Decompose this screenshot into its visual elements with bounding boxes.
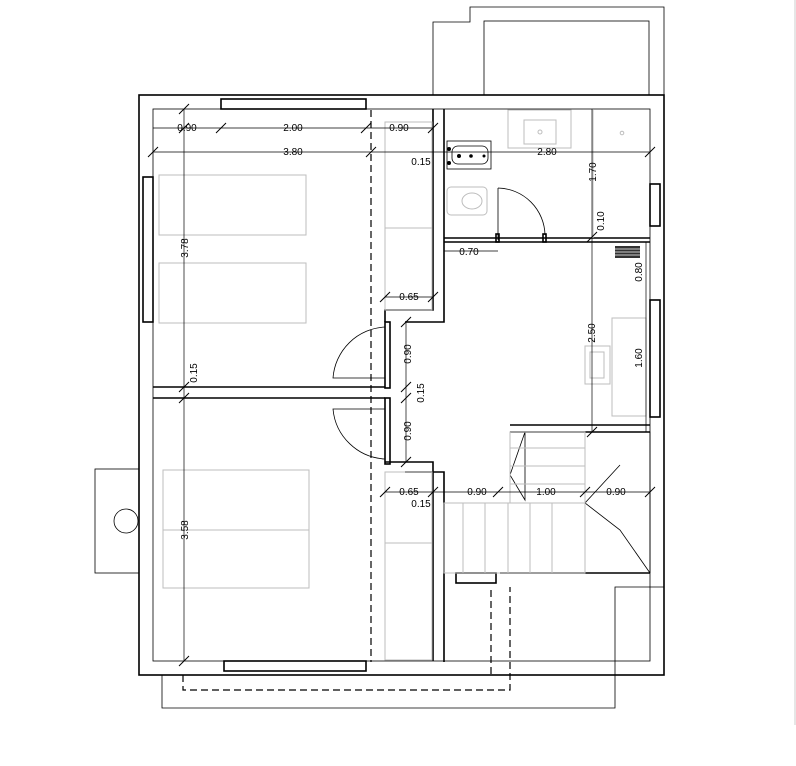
dim-top-3: 3.80	[283, 147, 303, 158]
dim-left-0: 3.78	[180, 238, 191, 258]
dim-right-0: 1.70	[588, 162, 599, 182]
bathroom-fixtures	[446, 109, 625, 238]
dim-top-1: 2.00	[283, 123, 303, 134]
dim-top-5: 0.15	[411, 157, 431, 168]
dim-right-2: 0.70	[459, 247, 479, 258]
dim-right-1: 0.10	[596, 211, 607, 231]
stairs	[443, 431, 651, 574]
dim-center-0: 0.65	[399, 292, 419, 303]
closets	[384, 121, 433, 661]
dimension-labels: 0.90 2.00 0.90 3.80 2.80 0.15 3.78 0.15 …	[177, 123, 645, 540]
dim-stair-2: 0.90	[606, 487, 626, 498]
doors	[332, 187, 547, 465]
dim-left-2: 3.58	[180, 520, 191, 540]
windows	[142, 98, 661, 672]
dim-top-4: 2.80	[537, 147, 557, 158]
dimension-lines	[147, 103, 656, 667]
dim-left-1: 0.15	[189, 363, 200, 383]
dim-center-4: 0.65	[399, 487, 419, 498]
interior-walls	[153, 109, 650, 662]
dim-right-4: 2.50	[587, 323, 598, 343]
overhang-dashed-lines	[182, 110, 511, 691]
dim-top-0: 0.90	[177, 123, 197, 134]
dim-center-1: 0.90	[403, 344, 414, 364]
roof-outlines	[94, 6, 665, 709]
dim-stair-0: 0.90	[467, 487, 487, 498]
right-edge-border	[794, 0, 796, 725]
chimney-circle	[113, 508, 139, 534]
beds	[158, 174, 310, 589]
dim-center-2: 0.15	[416, 383, 427, 403]
dim-center-5: 0.15	[411, 499, 431, 510]
dim-stair-1: 1.00	[536, 487, 556, 498]
dim-top-2: 0.90	[389, 123, 409, 134]
dim-center-3: 0.90	[403, 421, 414, 441]
dim-right-5: 1.60	[634, 348, 645, 368]
dim-right-3: 0.80	[634, 262, 645, 282]
